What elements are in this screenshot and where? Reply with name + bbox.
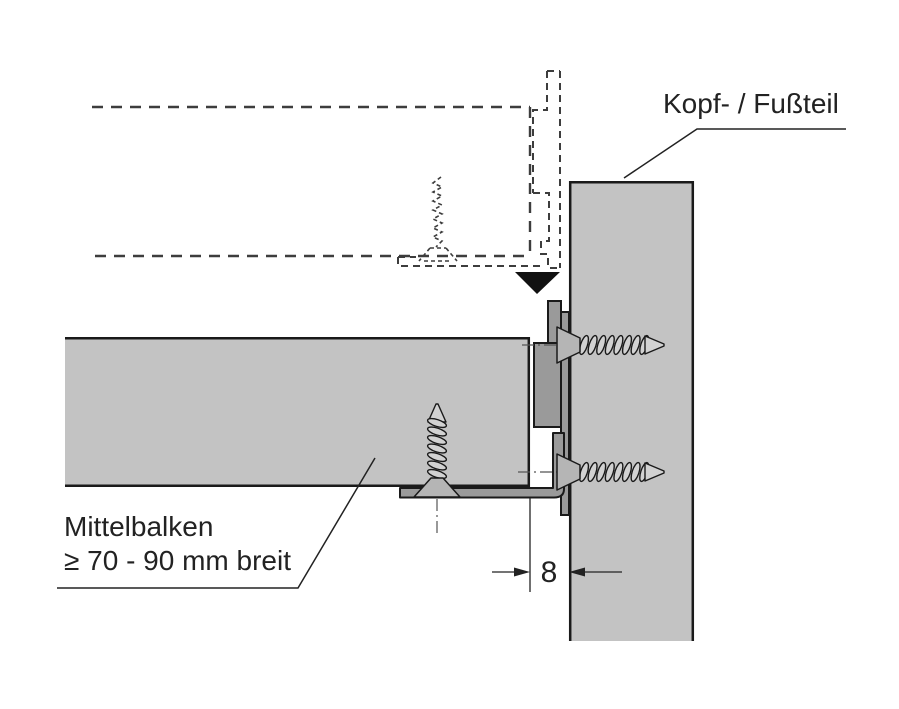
phantom-screw — [418, 176, 458, 262]
headboard-label-group: Kopf- / Fußteil — [623, 88, 846, 179]
phantom-beam-outline — [92, 105, 532, 258]
angle-bracket — [399, 432, 565, 499]
screw-upper — [522, 326, 665, 364]
phantom-angle-bracket — [397, 256, 540, 267]
phantom-bracket-outline — [532, 70, 561, 269]
headboard-label: Kopf- / Fußteil — [663, 88, 839, 119]
beam-label-line1: Mittelbalken — [64, 511, 213, 542]
beam-label-line2: ≥ 70 - 90 mm breit — [64, 545, 291, 576]
dimension-value: 8 — [541, 556, 558, 589]
insertion-arrow-icon — [515, 272, 560, 294]
screw-vertical — [413, 403, 461, 536]
beam-label-group: Mittelbalken ≥ 70 - 90 mm breit — [57, 457, 376, 589]
center-beam — [65, 337, 531, 488]
dimension-gap: 8 — [492, 498, 622, 592]
headboard-panel — [568, 180, 695, 641]
screw-lower — [518, 453, 665, 491]
